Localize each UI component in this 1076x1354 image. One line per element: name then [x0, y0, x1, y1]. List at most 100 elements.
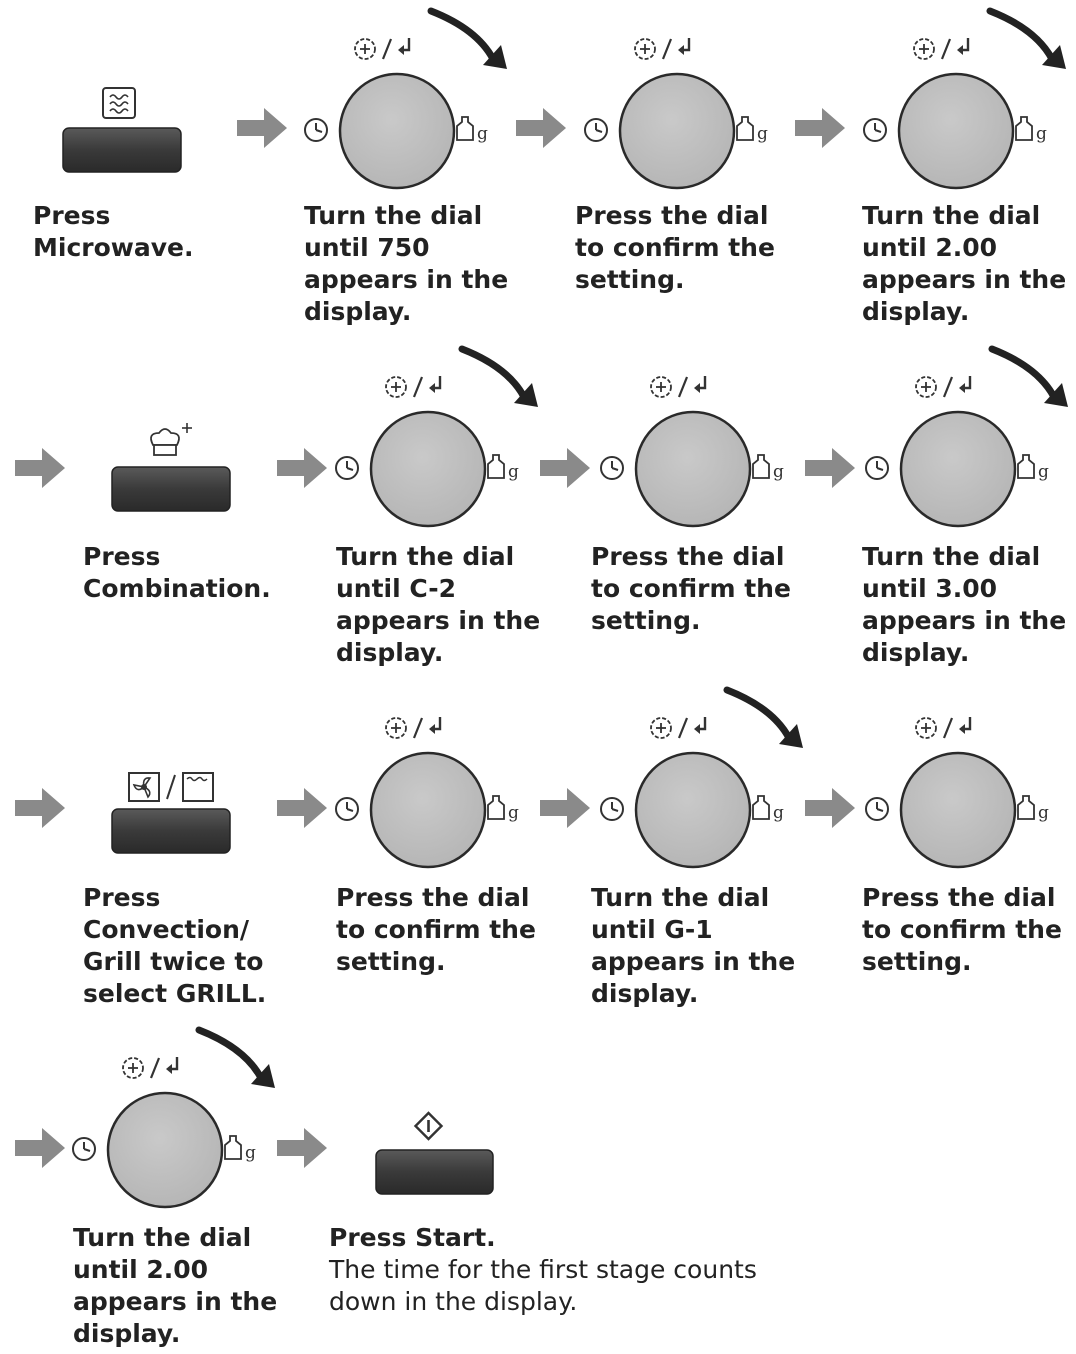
- control-dial[interactable]: g: [584, 38, 768, 190]
- caption-line: Turn the dial: [862, 201, 1041, 230]
- svg-text:g: g: [477, 124, 488, 144]
- weight-icon: g: [1015, 116, 1047, 144]
- control-dial[interactable]: g: [72, 1026, 275, 1209]
- svg-text:g: g: [773, 462, 784, 482]
- caption-note-line: down in the display.: [329, 1287, 578, 1316]
- clock-icon: [600, 456, 624, 480]
- timer-enter-icon: [634, 38, 691, 60]
- flow-arrow-icon: [540, 448, 590, 488]
- control-dial[interactable]: g: [335, 717, 519, 869]
- caption-line: Turn the dial: [304, 201, 483, 230]
- caption-line: until 2.00: [862, 233, 998, 262]
- control-dial[interactable]: g: [600, 376, 784, 528]
- caption-line: appears in the: [862, 606, 1067, 635]
- caption-line: display.: [336, 638, 444, 667]
- clock-icon: [72, 1137, 96, 1161]
- clock-icon: [304, 118, 328, 142]
- svg-text:g: g: [773, 803, 784, 823]
- flow-arrow-icon: [277, 448, 327, 488]
- flow-arrow-icon: [237, 108, 287, 148]
- caption-line: setting.: [862, 947, 972, 976]
- microwave-button[interactable]: [62, 87, 182, 173]
- caption-line: setting.: [575, 265, 685, 294]
- control-dial[interactable]: g: [304, 7, 507, 190]
- flow-arrow-icon: [795, 108, 845, 148]
- flow-arrow-icon: [15, 788, 65, 828]
- caption-line: Press the dial: [862, 883, 1056, 912]
- flow-arrow-icon: [516, 108, 566, 148]
- timer-enter-icon: [650, 717, 707, 739]
- caption-line: display.: [591, 979, 699, 1008]
- caption-line: Turn the dial: [591, 883, 770, 912]
- timer-enter-icon: [122, 1057, 179, 1079]
- convection-grill-button[interactable]: [111, 772, 231, 854]
- weight-icon: g: [736, 116, 768, 144]
- turn-clockwise-arrow-icon: [986, 7, 1066, 69]
- svg-text:g: g: [245, 1143, 256, 1163]
- caption-line: Press: [83, 883, 161, 912]
- weight-icon: g: [752, 795, 784, 823]
- convection-grill-icon: [128, 772, 214, 802]
- caption-line: Convection/: [83, 915, 250, 944]
- clock-icon: [863, 118, 887, 142]
- dial-knob[interactable]: [899, 751, 1017, 869]
- timer-enter-icon: [913, 38, 970, 60]
- dial-knob[interactable]: [899, 410, 1017, 528]
- turn-clockwise-arrow-icon: [988, 345, 1068, 407]
- caption-line: Press the dial: [336, 883, 530, 912]
- dial-knob[interactable]: [369, 410, 487, 528]
- control-dial[interactable]: g: [865, 345, 1068, 528]
- flow-arrow-icon: [15, 1128, 65, 1168]
- dial-knob[interactable]: [634, 751, 752, 869]
- clock-icon: [335, 797, 359, 821]
- caption-line: Press Start.: [329, 1223, 496, 1252]
- caption-line: Press: [83, 542, 161, 571]
- caption-line: display.: [862, 638, 970, 667]
- start-button[interactable]: [375, 1111, 494, 1195]
- caption-line: until G-1: [591, 915, 713, 944]
- start-icon: [413, 1111, 444, 1141]
- caption-line: appears in the: [862, 265, 1067, 294]
- combination-button[interactable]: [111, 423, 231, 512]
- clock-icon: [865, 456, 889, 480]
- dial-knob[interactable]: [897, 72, 1015, 190]
- dial-knob[interactable]: [106, 1091, 224, 1209]
- control-dial[interactable]: g: [865, 717, 1049, 869]
- turn-clockwise-arrow-icon: [195, 1026, 275, 1088]
- caption-line: Turn the dial: [336, 542, 515, 571]
- dial-knob[interactable]: [338, 72, 456, 190]
- caption-note-line: The time for the first stage counts: [329, 1255, 757, 1284]
- control-dial[interactable]: g: [335, 345, 538, 528]
- clock-icon: [335, 456, 359, 480]
- control-dial[interactable]: g: [600, 686, 803, 869]
- weight-icon: g: [1017, 795, 1049, 823]
- caption-line: appears in the: [73, 1287, 278, 1316]
- svg-text:g: g: [1038, 462, 1049, 482]
- dial-knob[interactable]: [634, 410, 752, 528]
- weight-icon: g: [487, 454, 519, 482]
- turn-clockwise-arrow-icon: [458, 345, 538, 407]
- caption-line: until 2.00: [73, 1255, 209, 1284]
- clock-icon: [600, 797, 624, 821]
- timer-enter-icon: [915, 376, 972, 398]
- caption-line: setting.: [336, 947, 446, 976]
- dial-knob[interactable]: [618, 72, 736, 190]
- caption-line: to confirm the: [591, 574, 791, 603]
- weight-icon: g: [487, 795, 519, 823]
- control-dial[interactable]: g: [863, 7, 1066, 190]
- caption-line: Grill twice to: [83, 947, 264, 976]
- flow-arrow-icon: [805, 788, 855, 828]
- weight-icon: g: [456, 116, 488, 144]
- dial-knob[interactable]: [369, 751, 487, 869]
- step-caption: Press Start. The time for the first stage…: [329, 1222, 757, 1318]
- caption-line: until C-2: [336, 574, 457, 603]
- clock-icon: [584, 118, 608, 142]
